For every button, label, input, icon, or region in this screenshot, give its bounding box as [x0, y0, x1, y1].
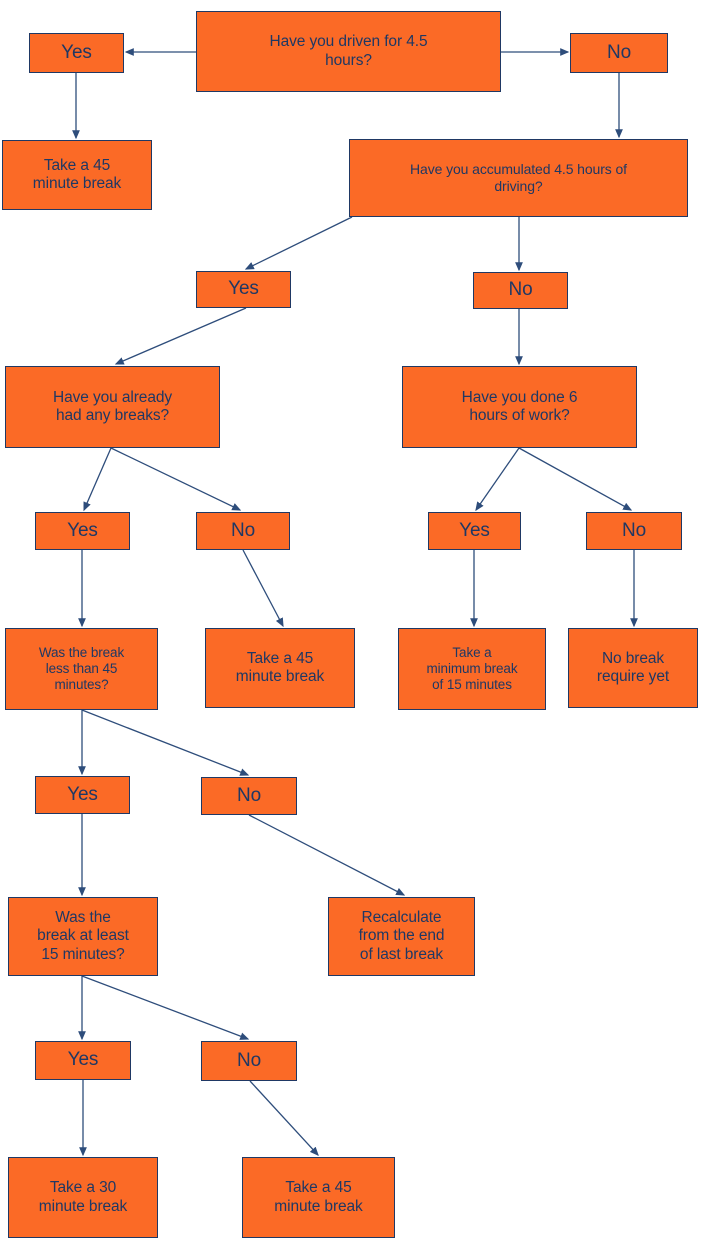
flow-node-yes_6[interactable]: Yes	[35, 1041, 131, 1080]
flow-node-q_six_hours[interactable]: Have you done 6 hours of work?	[402, 366, 637, 448]
flow-edge-q_already_breaks-to-no_3	[110, 447, 242, 511]
flow-edge-q_already_breaks-to-yes_3	[83, 447, 112, 512]
flow-node-no_5[interactable]: No	[201, 777, 297, 815]
flow-node-no_4[interactable]: No	[586, 512, 682, 550]
flow-node-q_accum_45[interactable]: Have you accumulated 4.5 hours of drivin…	[349, 139, 688, 217]
flow-edge-q_six_hours-to-yes_4	[475, 447, 520, 512]
flow-edge-q_break_less_45-to-no_5	[81, 709, 250, 776]
flow-node-act_30[interactable]: Take a 30 minute break	[8, 1157, 158, 1238]
flow-node-act_45_c[interactable]: Take a 45 minute break	[242, 1157, 395, 1238]
flow-node-no_2[interactable]: No	[473, 272, 568, 309]
flow-node-no_6[interactable]: No	[201, 1041, 297, 1081]
flow-node-act_min_15[interactable]: Take a minimum break of 15 minutes	[398, 628, 546, 710]
flow-node-yes_2[interactable]: Yes	[196, 271, 291, 308]
flow-node-q_break_least_15[interactable]: Was the break at least 15 minutes?	[8, 897, 158, 976]
flow-node-yes_5[interactable]: Yes	[35, 776, 130, 814]
flow-node-q_driven_45[interactable]: Have you driven for 4.5 hours?	[196, 11, 501, 92]
flow-node-yes_1[interactable]: Yes	[29, 33, 124, 73]
flow-node-act_no_break[interactable]: No break require yet	[568, 628, 698, 708]
flow-node-act_recalculate[interactable]: Recalculate from the end of last break	[328, 897, 475, 976]
flow-node-act_45_b[interactable]: Take a 45 minute break	[205, 628, 355, 708]
flow-edge-q_break_least_15-to-no_6	[81, 975, 250, 1040]
flow-edge-no_5-to-act_recalculate	[248, 814, 406, 896]
flow-edge-no_6-to-act_45_c	[249, 1080, 319, 1156]
flow-node-act_45_a[interactable]: Take a 45 minute break	[2, 140, 152, 210]
flow-node-q_break_less_45[interactable]: Was the break less than 45 minutes?	[5, 628, 158, 710]
flow-node-yes_3[interactable]: Yes	[35, 512, 130, 550]
flow-edge-no_3-to-act_45_b	[242, 549, 284, 628]
flow-edge-yes_2-to-q_already_breaks	[114, 307, 247, 365]
flow-node-no_1[interactable]: No	[570, 33, 668, 73]
flow-node-q_already_breaks[interactable]: Have you already had any breaks?	[5, 366, 220, 448]
flow-edge-q_six_hours-to-no_4	[518, 447, 633, 511]
flow-node-no_3[interactable]: No	[196, 512, 290, 550]
flow-node-yes_4[interactable]: Yes	[428, 512, 521, 550]
flow-edge-q_accum_45-to-yes_2	[244, 216, 353, 270]
